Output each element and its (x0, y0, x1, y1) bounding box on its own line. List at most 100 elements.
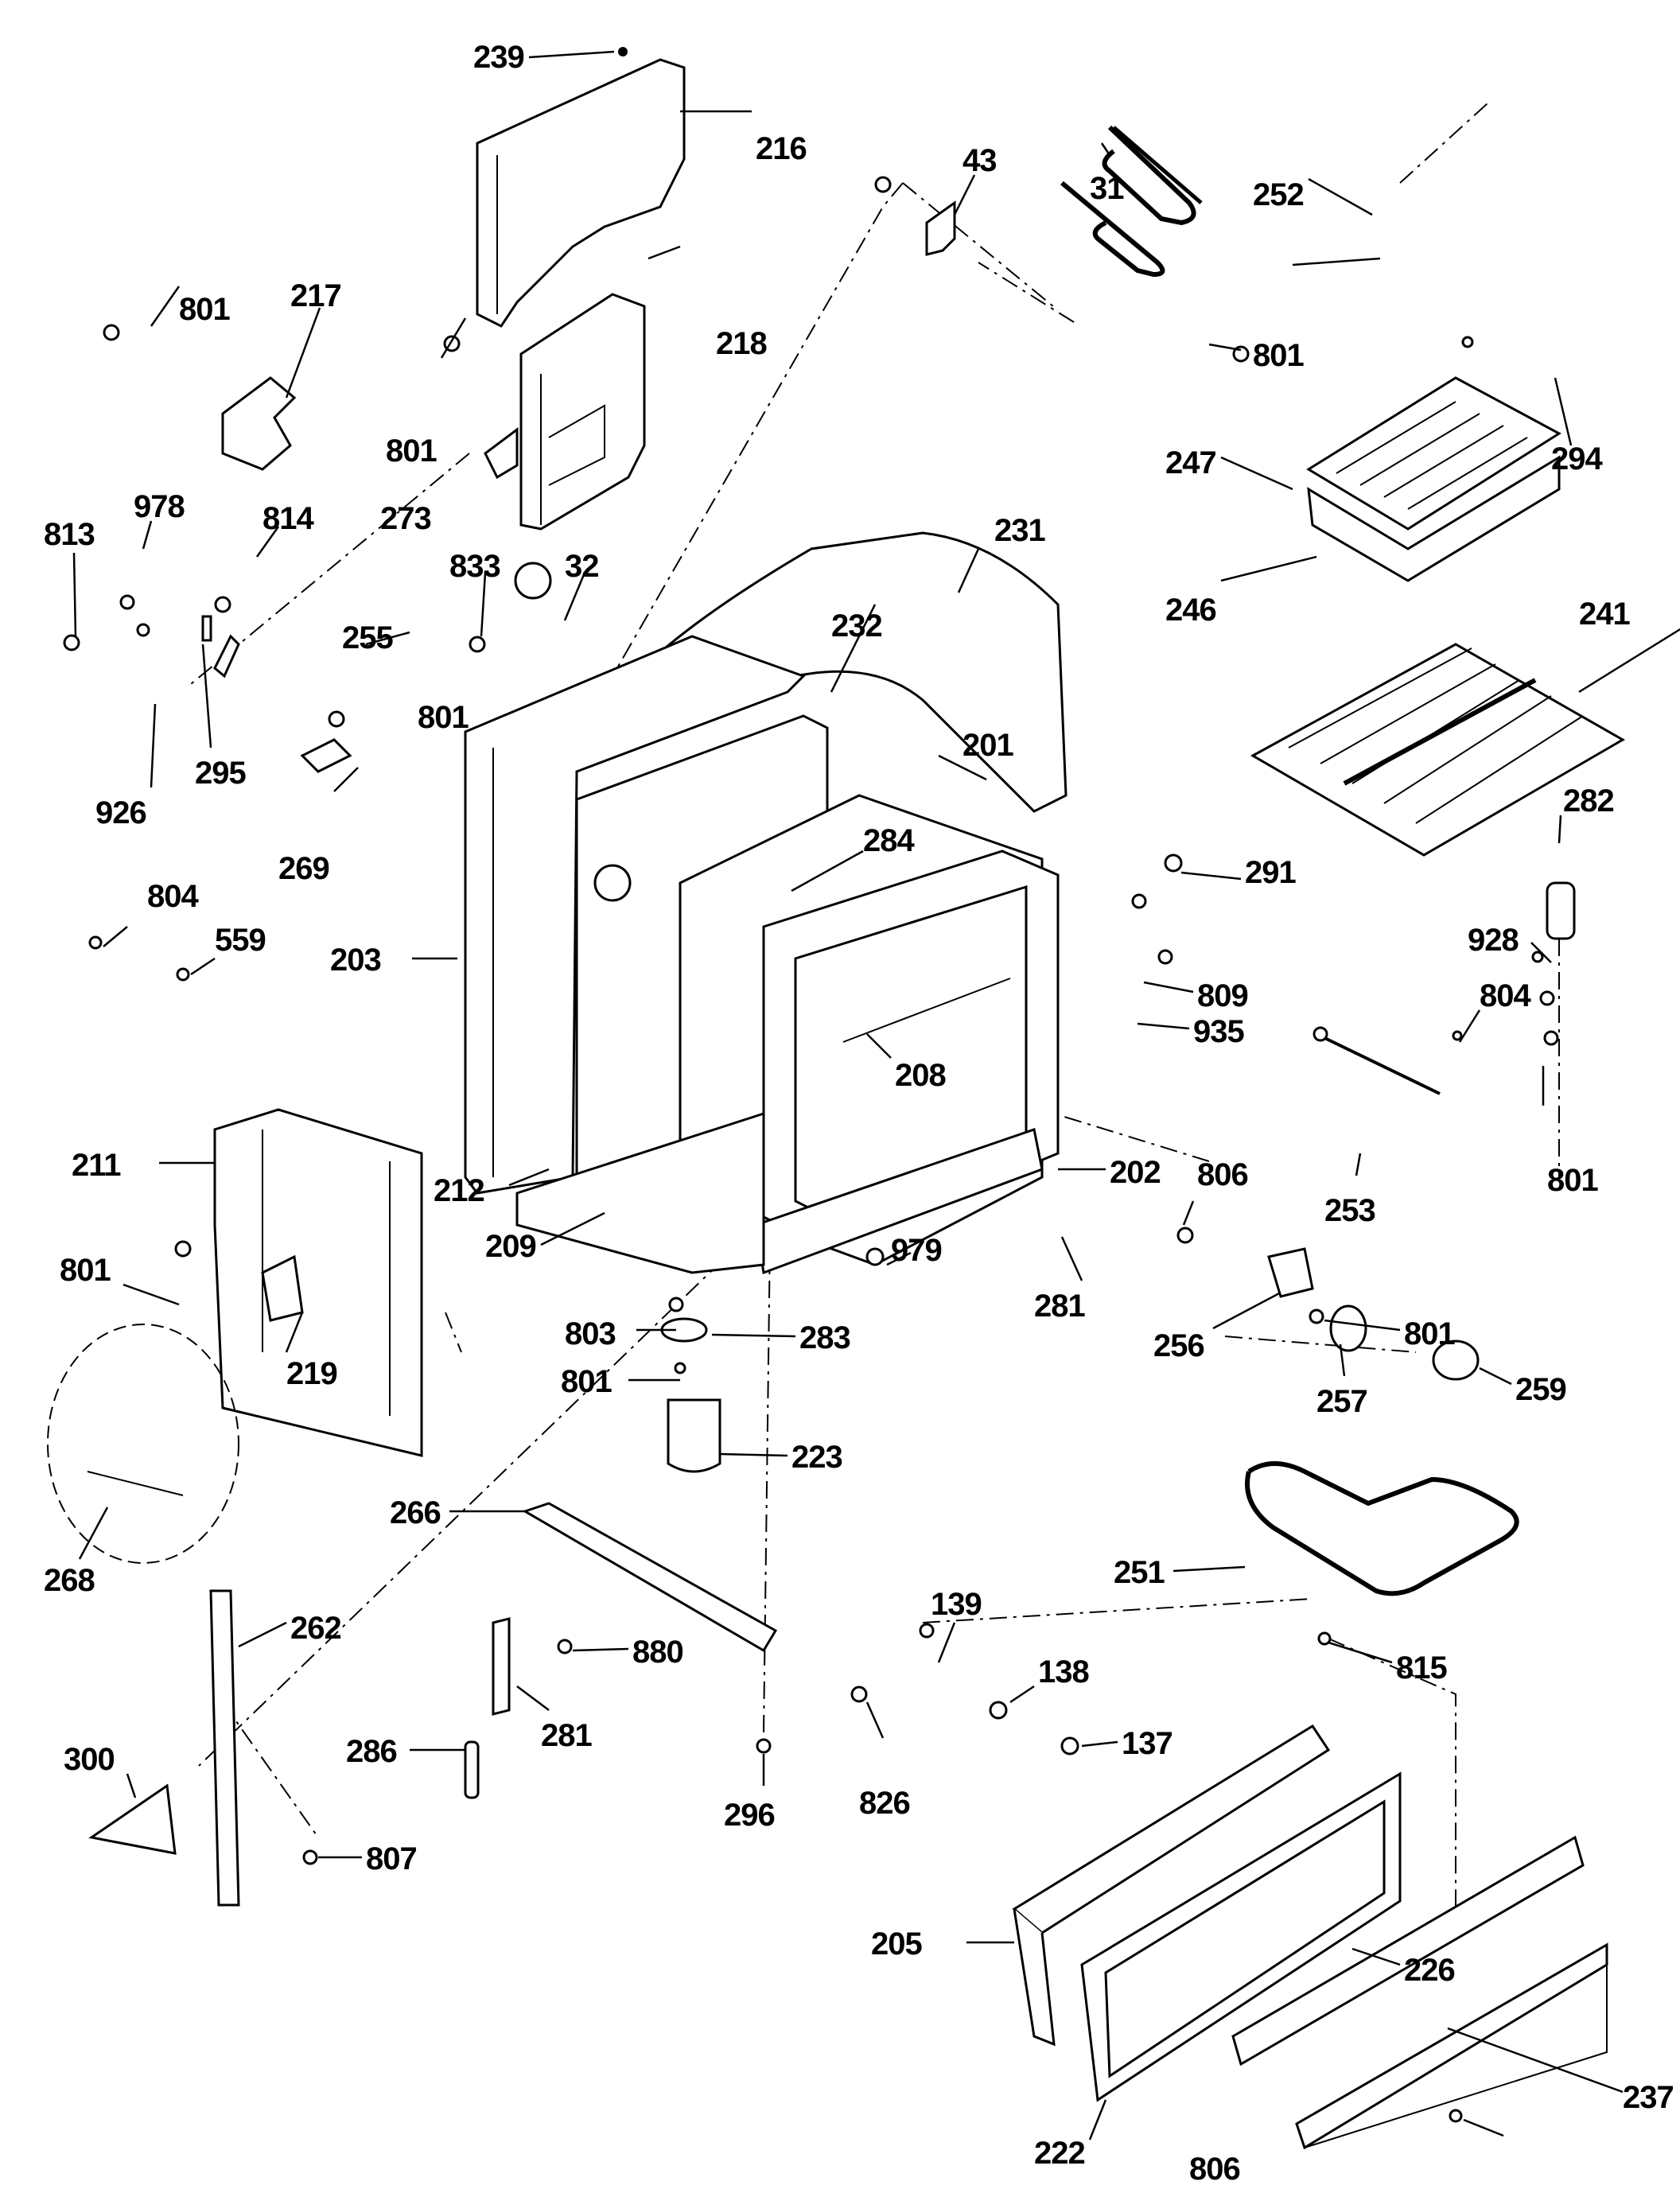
part-253-sensor (1312, 1026, 1441, 1095)
part-262-trim-strip (209, 1589, 240, 1907)
callout-826: 826 (859, 1786, 910, 1821)
callout-286: 286 (346, 1734, 397, 1769)
part-281-hinge (492, 1617, 511, 1716)
callout-241: 241 (1579, 597, 1630, 632)
callout-814: 814 (262, 501, 314, 536)
part-252-broil-element (1060, 125, 1203, 278)
callout-295: 295 (195, 756, 246, 791)
callout-212: 212 (434, 1173, 484, 1208)
part-216-back-cover (476, 47, 686, 328)
callout-222: 222 (1034, 2136, 1085, 2171)
part-237-kick-panel (1295, 1942, 1608, 2150)
callout-559: 559 (215, 923, 266, 958)
callout-208: 208 (895, 1058, 946, 1093)
callout-801: 801 (561, 1364, 612, 1399)
part-300-bracket (88, 1783, 177, 1855)
callout-231: 231 (994, 513, 1045, 548)
callout-255: 255 (342, 620, 393, 655)
callout-833: 833 (449, 549, 500, 584)
callout-216: 216 (756, 131, 807, 166)
callout-801: 801 (386, 434, 437, 469)
part-251-bake-element (1245, 1461, 1519, 1596)
callout-labels: 239 216 43 31 252 801 217 218 801 273 80… (44, 40, 1674, 2187)
part-226-door-handle (1231, 1835, 1585, 2067)
callout-926: 926 (95, 795, 146, 830)
callout-256: 256 (1153, 1328, 1204, 1363)
part-257-bulb (1329, 1304, 1367, 1352)
callout-809: 809 (1197, 978, 1248, 1013)
callout-807: 807 (366, 1841, 417, 1876)
callout-813: 813 (44, 517, 95, 552)
callout-801: 801 (60, 1253, 111, 1288)
callout-268: 268 (44, 1563, 95, 1598)
callout-211: 211 (72, 1148, 121, 1183)
callout-32: 32 (565, 549, 599, 584)
callout-806: 806 (1197, 1157, 1248, 1192)
callout-253: 253 (1324, 1193, 1375, 1228)
callout-979: 979 (891, 1233, 942, 1268)
part-203-side-panel (464, 635, 806, 1195)
part-218-shield (484, 293, 646, 531)
part-241-oven-rack (1250, 643, 1626, 857)
callout-219: 219 (286, 1356, 337, 1391)
callout-815: 815 (1396, 1650, 1447, 1685)
part-268-detail-circle (47, 1324, 239, 1564)
callout-880: 880 (632, 1635, 683, 1670)
callout-246: 246 (1165, 593, 1216, 628)
callout-218: 218 (716, 326, 767, 361)
callout-43: 43 (962, 143, 997, 178)
part-31-board (874, 176, 956, 256)
part-246-broil-pan (1307, 455, 1561, 582)
callout-209: 209 (485, 1229, 536, 1264)
callout-259: 259 (1515, 1372, 1566, 1407)
callout-281: 281 (541, 1718, 592, 1753)
callout-232: 232 (831, 608, 882, 643)
part-256-lamp-socket (1267, 1247, 1314, 1298)
callout-978: 978 (134, 489, 185, 524)
callout-251: 251 (1114, 1555, 1165, 1590)
part-223-leg (667, 1398, 721, 1473)
part-282-knob (1546, 881, 1576, 940)
part-217-bracket (221, 376, 297, 471)
part-286-rod (464, 1740, 480, 1799)
callout-935: 935 (1193, 1014, 1244, 1049)
callout-139: 139 (931, 1587, 982, 1622)
callout-801: 801 (418, 700, 469, 735)
callout-239: 239 (473, 40, 524, 75)
callout-801: 801 (1253, 338, 1304, 373)
callout-300: 300 (64, 1742, 115, 1777)
callout-252: 252 (1253, 177, 1304, 212)
part-211-panel (213, 1108, 423, 1457)
callout-801: 801 (179, 292, 230, 327)
fasteners (63, 324, 1559, 2123)
part-266-rail (522, 1502, 778, 1653)
callout-928: 928 (1468, 923, 1519, 958)
callout-202: 202 (1110, 1155, 1161, 1190)
callout-283: 283 (799, 1320, 850, 1355)
callout-217: 217 (290, 278, 341, 313)
callout-296: 296 (724, 1798, 775, 1833)
callout-269: 269 (278, 851, 329, 886)
callout-203: 203 (330, 943, 381, 978)
callout-803: 803 (565, 1316, 616, 1351)
callout-138: 138 (1038, 1654, 1089, 1689)
part-205-door-outer (1012, 1724, 1331, 2047)
callout-806: 806 (1189, 2152, 1240, 2187)
callout-294: 294 (1551, 441, 1603, 476)
callout-804: 804 (147, 879, 199, 914)
part-222-door-frame (1080, 1771, 1402, 2102)
callout-291: 291 (1245, 855, 1296, 890)
part-209-bottom-panel (515, 1111, 765, 1274)
part-259-lens (1432, 1339, 1480, 1381)
callout-223: 223 (791, 1440, 842, 1475)
callout-257: 257 (1316, 1384, 1367, 1419)
callout-262: 262 (290, 1611, 341, 1646)
callout-282: 282 (1563, 783, 1614, 818)
callout-284: 284 (863, 823, 915, 858)
callout-237: 237 (1623, 2080, 1674, 2115)
callout-201: 201 (962, 728, 1013, 763)
callout-801: 801 (1547, 1163, 1598, 1198)
callout-281: 281 (1034, 1289, 1085, 1324)
callout-266: 266 (390, 1495, 441, 1530)
